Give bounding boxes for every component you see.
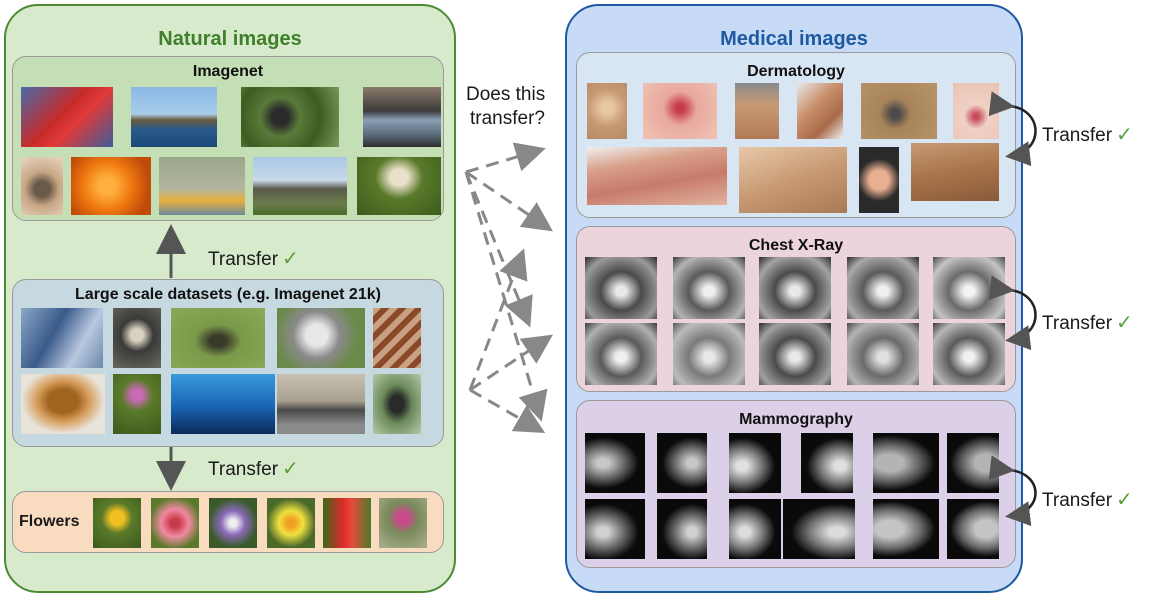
arrow-dashed-4 (464, 171, 548, 422)
arrow-dashed-5 (468, 248, 528, 391)
imagenet-thumb-bird (241, 87, 339, 147)
mammo-thumb-2 (657, 433, 707, 493)
natural-images-title: Natural images (158, 28, 302, 50)
xray-thumb-7 (673, 323, 745, 385)
flowers-thumb-purple (209, 498, 257, 548)
large-thumb-car (277, 374, 365, 434)
flowers-panel: Flowers (12, 491, 444, 553)
xray-thumb-6 (585, 323, 657, 385)
flowers-thumb-daffodil (267, 498, 315, 548)
xray-thumb-3 (759, 257, 831, 319)
large-scale-panel: Large scale datasets (e.g. Imagenet 21k) (12, 279, 444, 447)
flowers-thumb-gerbera (151, 498, 199, 548)
arrow-dashed-1 (465, 142, 546, 174)
arrow-dashed-6 (469, 334, 553, 392)
mammo-thumb-4 (801, 433, 853, 493)
xray-thumb-1 (585, 257, 657, 319)
derm-thumb-10 (911, 143, 999, 201)
transfer-label-mammography: Transfer✓ (1042, 489, 1133, 511)
imagenet-thumb-kayak (159, 157, 245, 215)
mammography-panel: Mammography (576, 400, 1016, 568)
derm-thumb-1 (587, 83, 627, 139)
dermatology-panel: Dermatology (576, 52, 1016, 218)
large-thumb-aquarium (171, 374, 275, 434)
mammo-thumb-7 (585, 499, 645, 559)
arrow-curve-dermatology (988, 91, 1037, 167)
flowers-thumb-yellow (93, 498, 141, 548)
large-thumb-dog (113, 308, 161, 368)
derm-thumb-7 (587, 147, 727, 205)
check-icon: ✓ (282, 248, 299, 270)
imagenet-thumb-mushroom (357, 157, 441, 215)
imagenet-thumb-tank (253, 157, 347, 215)
check-icon: ✓ (1116, 312, 1133, 334)
large-thumb-roof (373, 308, 421, 368)
arrow-curve-xray (988, 275, 1037, 351)
large-thumb-vase (373, 374, 421, 434)
transfer-label-upper: Transfer✓ (208, 248, 299, 270)
derm-thumb-3 (735, 83, 779, 139)
transfer-label-xray: Transfer✓ (1042, 312, 1133, 334)
mammo-thumb-9 (729, 499, 781, 559)
xray-thumb-9 (847, 323, 919, 385)
flowers-title: Flowers (19, 513, 80, 530)
imagenet-thumb-bell (21, 157, 63, 215)
large-thumb-bowl (21, 374, 105, 434)
mammo-thumb-8 (657, 499, 707, 559)
question-line-2: transfer? (470, 108, 545, 129)
large-thumb-flower (113, 374, 161, 434)
arrow-dashed-2 (465, 170, 553, 232)
chest-xray-panel: Chest X-Ray (576, 226, 1016, 392)
imagenet-panel: Imagenet (12, 56, 444, 221)
derm-thumb-8 (739, 147, 847, 213)
arrow-dashed-7 (469, 388, 546, 433)
large-scale-title: Large scale datasets (e.g. Imagenet 21k) (75, 286, 381, 303)
xray-thumb-2 (673, 257, 745, 319)
dermatology-title: Dermatology (747, 63, 845, 80)
flowers-thumb-thistle (379, 498, 427, 548)
arrow-dashed-3 (464, 171, 533, 328)
large-thumb-animal (171, 308, 265, 368)
check-icon: ✓ (1116, 124, 1133, 146)
mammo-thumb-11 (873, 499, 939, 559)
imagenet-thumb-socks (21, 87, 113, 147)
mammo-thumb-3 (729, 433, 781, 493)
xray-thumb-8 (759, 323, 831, 385)
mammo-thumb-10 (783, 499, 855, 559)
large-thumb-building (21, 308, 103, 368)
chest-xray-title: Chest X-Ray (748, 237, 844, 254)
check-icon: ✓ (1116, 489, 1133, 511)
derm-thumb-9 (859, 147, 899, 213)
question-line-1: Does this (466, 84, 546, 105)
imagenet-thumb-coast (131, 87, 217, 147)
derm-thumb-5 (861, 83, 937, 139)
derm-thumb-2 (643, 83, 717, 139)
arrow-curve-mammography (988, 455, 1037, 527)
large-thumb-poodle (277, 308, 365, 368)
transfer-label-lower: Transfer✓ (208, 458, 299, 480)
imagenet-thumb-car (363, 87, 441, 147)
derm-thumb-4 (797, 83, 843, 139)
flowers-thumb-red (323, 498, 371, 548)
imagenet-thumb-orange (71, 157, 151, 215)
mammo-thumb-5 (873, 433, 939, 493)
imagenet-title: Imagenet (192, 63, 264, 80)
medical-images-title: Medical images (720, 28, 868, 50)
mammography-title: Mammography (739, 411, 853, 428)
xray-thumb-4 (847, 257, 919, 319)
check-icon: ✓ (282, 458, 299, 480)
mammo-thumb-1 (585, 433, 645, 493)
transfer-label-dermatology: Transfer✓ (1042, 124, 1133, 146)
